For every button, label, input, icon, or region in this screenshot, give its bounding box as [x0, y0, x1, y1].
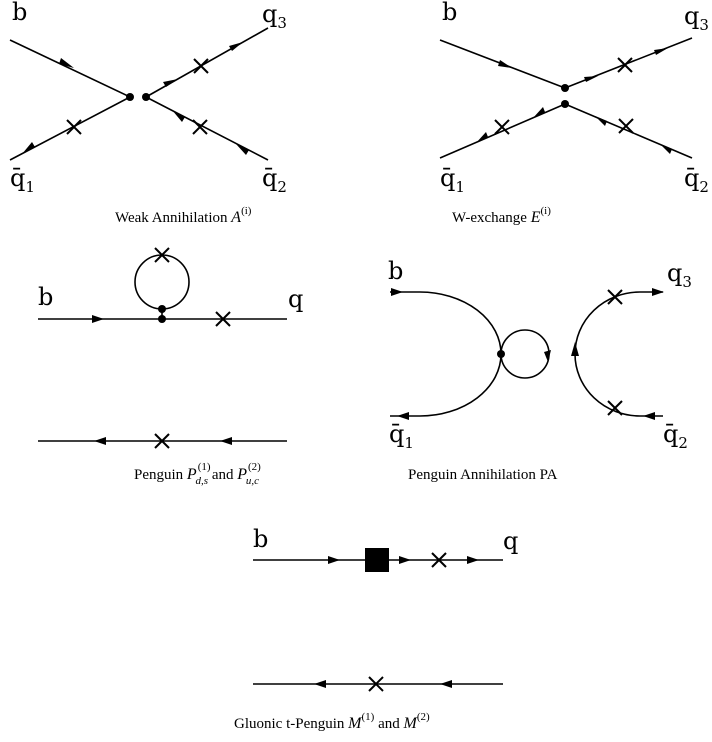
arrow-marker	[94, 437, 106, 445]
arrow-marker	[476, 132, 488, 143]
vertex-dot	[497, 350, 505, 358]
arrow-marker	[654, 48, 668, 55]
vertex-dot	[561, 84, 569, 92]
arrow-marker	[498, 60, 512, 68]
vertex-dot	[126, 93, 134, 101]
arrow-marker	[643, 412, 655, 420]
arrow-marker	[391, 288, 403, 296]
arrow-marker	[571, 342, 579, 356]
cross-mark	[618, 118, 634, 134]
cross-mark	[494, 119, 510, 135]
label-b: b	[442, 0, 457, 26]
cross-mark	[431, 552, 447, 568]
arrow-marker	[172, 110, 185, 122]
penguin-annihilation-diagram: b q3 q̄1 q̄2 Penguin Annihilation PA	[388, 257, 692, 483]
arrow-marker	[652, 288, 664, 296]
cross-mark	[154, 247, 170, 263]
label-qbar1: q̄1	[10, 164, 35, 196]
arrow-marker	[533, 107, 545, 118]
label-b: b	[388, 257, 403, 285]
cross-mark	[215, 311, 231, 327]
cross-mark	[192, 119, 208, 135]
vertex-dot	[142, 93, 150, 101]
q3-line	[145, 27, 269, 98]
arrow-marker	[397, 412, 409, 420]
arrow-marker	[595, 116, 607, 126]
q3-arc	[574, 291, 663, 355]
cross-mark	[154, 433, 170, 449]
w-exchange-diagram: b q3 q̄1 q̄2 W-exchange E(i)	[439, 0, 709, 226]
b-arc	[390, 291, 502, 355]
label-qbar2: q̄2	[663, 420, 688, 452]
weak-annihilation-diagram: b q3 q̄1 q̄2 Weak Annihilation A(i)	[9, 0, 287, 226]
arrow-marker	[236, 144, 249, 155]
q3-line	[564, 37, 693, 89]
label-b: b	[253, 525, 268, 553]
qbar1-line	[439, 103, 566, 159]
arrow-marker	[584, 76, 598, 82]
label-q3: q3	[684, 2, 709, 34]
qbar1-arc	[390, 353, 502, 417]
arrow-marker	[467, 556, 479, 564]
label-q: q	[288, 285, 303, 313]
label-q3: q3	[262, 0, 287, 32]
label-q: q	[503, 527, 518, 555]
label-b: b	[38, 283, 53, 311]
vertex-dot	[158, 315, 166, 323]
arrow-marker	[440, 680, 452, 688]
b-line	[9, 39, 131, 98]
arrow-marker	[163, 79, 178, 87]
label-qbar2: q̄2	[684, 164, 709, 196]
arrow-marker	[660, 144, 672, 154]
arrow-marker	[22, 142, 35, 154]
label-qbar1: q̄1	[389, 420, 414, 452]
arrow-marker	[229, 42, 243, 51]
arrow-marker	[220, 437, 232, 445]
caption-weak-annihilation: Weak Annihilation A(i)	[115, 205, 252, 226]
cross-mark	[193, 58, 209, 74]
arrow-marker	[544, 350, 551, 362]
vertex-dot	[561, 100, 569, 108]
cross-mark	[607, 289, 623, 305]
cross-mark	[66, 119, 82, 135]
label-qbar2: q̄2	[262, 164, 287, 196]
cross-mark	[607, 400, 623, 416]
qbar2-arc	[574, 353, 663, 417]
arrow-marker	[314, 680, 326, 688]
cross-mark	[617, 57, 633, 73]
arrow-marker	[92, 315, 104, 323]
label-b: b	[12, 0, 27, 26]
gluon-loop	[500, 329, 550, 379]
vertex-dot	[158, 305, 166, 313]
qbar2-line	[564, 103, 693, 159]
qbar2-line	[145, 96, 269, 161]
label-q3: q3	[667, 259, 692, 291]
label-qbar1: q̄1	[440, 164, 465, 196]
caption-gluonic-t-penguin: Gluonic t-Penguin M(1) and M(2)	[234, 711, 430, 732]
cross-mark	[368, 676, 384, 692]
effective-vertex-square	[365, 548, 389, 572]
arrow-marker	[59, 58, 74, 68]
gluon-loop	[134, 254, 190, 310]
caption-w-exchange: W-exchange E(i)	[452, 205, 551, 226]
penguin-diagram: b q Penguin P(1)d,s and P(2)u,c	[38, 247, 303, 487]
arrow-marker	[328, 556, 340, 564]
gluonic-t-penguin-diagram: b q Gluonic t-Penguin M(1) and M(2)	[234, 525, 518, 732]
caption-penguin-annihilation: Penguin Annihilation PA	[408, 467, 558, 483]
caption-penguin: Penguin P(1)d,s and P(2)u,c	[134, 461, 261, 487]
arrow-marker	[399, 556, 411, 564]
